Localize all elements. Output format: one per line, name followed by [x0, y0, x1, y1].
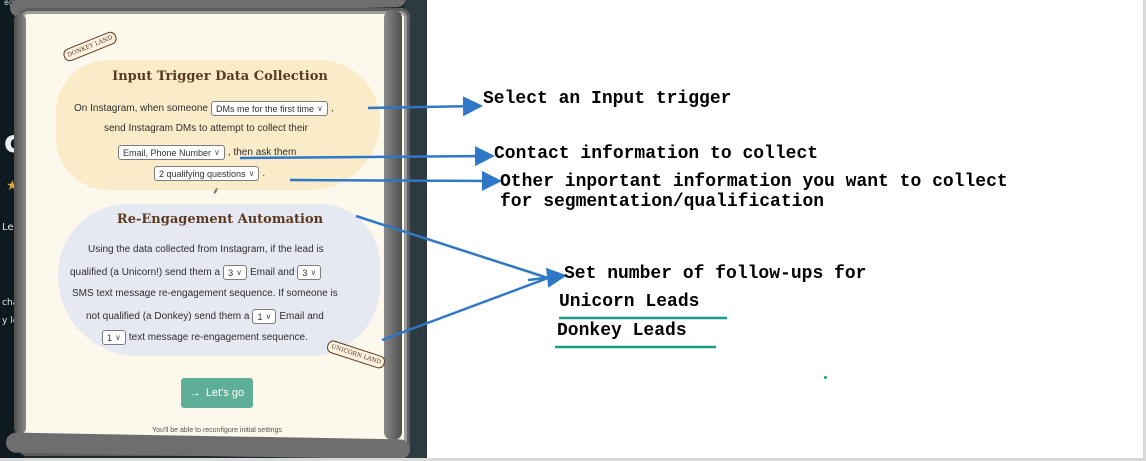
unicorn-email-count-select[interactable]: 3 ∨ — [223, 265, 247, 280]
annotation-unicorn-leads: Unicorn Leads — [559, 292, 700, 312]
arrow-followups-head — [527, 267, 567, 288]
reengage-line-5: 1 ∨ text message re-engagement sequence. — [102, 330, 308, 345]
right-edge-border — [1143, 0, 1146, 461]
annotation-select-trigger: Select an Input trigger — [483, 89, 732, 109]
annotation-contact-info: Contact information to collect — [494, 144, 819, 164]
lets-go-button[interactable]: → Let's go — [181, 378, 253, 408]
reengage-line-4-prefix: not qualified (a Donkey) send them a — [86, 311, 250, 322]
annotation-donkey-leads: Donkey Leads — [557, 321, 687, 341]
chevron-down-icon: ∨ — [248, 169, 255, 178]
annotation-followups: Set number of follow-ups for — [564, 264, 867, 284]
trigger-line-2: send Instagram DMs to attempt to collect… — [104, 123, 308, 134]
reengage-line-4: not qualified (a Donkey) send them a 1 ∨… — [86, 309, 324, 324]
input-trigger-value: DMs me for the first time — [215, 103, 314, 114]
qualifying-questions-select[interactable]: 2 qualifying questions ∨ — [154, 166, 260, 181]
trigger-line-1: On Instagram, when someone DMs me for th… — [74, 101, 334, 116]
unicorn-sms-count-select[interactable]: 3 ∨ — [297, 265, 322, 280]
reengage-line-5-suffix: text message re-engagement sequence. — [128, 332, 308, 343]
donkey-sms-count-value: 1 — [107, 332, 113, 343]
trigger-line-2-text: send Instagram DMs to attempt to collect… — [104, 123, 308, 134]
trigger-line-1-suffix: , — [330, 103, 334, 114]
reengage-line-3-text: SMS text message re-engagement sequence.… — [72, 288, 338, 299]
chevron-down-icon: ∨ — [310, 268, 317, 277]
annotation-other-info-line-1: Other inportant information you want to … — [500, 172, 1008, 192]
background-text-fragment: y le — [2, 316, 19, 326]
unicorn-email-count-value: 3 — [228, 267, 234, 278]
background-text-fragment: chat — [2, 298, 22, 308]
trigger-line-4-suffix: . — [262, 168, 266, 179]
contact-info-select[interactable]: Email, Phone Number ∨ — [118, 145, 225, 160]
donkey-email-count-value: 1 — [257, 311, 263, 322]
reconfigure-note: You'll be able to reconfigure initial se… — [152, 427, 282, 434]
trigger-line-4: 2 qualifying questions ∨ . — [154, 166, 265, 181]
background-text-fragment: Lea — [2, 222, 20, 233]
scroll-left-edge — [14, 14, 26, 434]
arrow-right-icon: → — [189, 387, 201, 399]
annotation-other-info-line-2: for segmentation/qualification — [500, 192, 825, 212]
trigger-line-3: Email, Phone Number ∨ , then ask them — [118, 145, 296, 160]
trigger-line-1-prefix: On Instagram, when someone — [74, 103, 208, 114]
lets-go-label: Let's go — [205, 387, 245, 399]
trigger-line-3-suffix: , then ask them — [227, 147, 297, 158]
bottom-edge-border — [0, 458, 1146, 461]
app-screenshot: eg c ★ Lea chat y le DONKEY LAND ⸙ Input… — [0, 0, 427, 461]
contact-info-value: Email, Phone Number — [123, 147, 212, 158]
chevron-down-icon: ∨ — [115, 333, 121, 342]
donkey-sms-count-select[interactable]: 1 ∨ — [102, 330, 126, 345]
scroll-right-edge — [384, 10, 402, 440]
donkey-email-count-select[interactable]: 1 ∨ — [252, 309, 277, 324]
stray-dot — [824, 376, 827, 379]
chevron-down-icon: ∨ — [214, 148, 220, 157]
background-top-text: eg — [4, 0, 14, 7]
reengage-line-2-mid: Email and — [249, 267, 295, 278]
reengage-line-4-suffix: Email and — [279, 311, 324, 322]
reengage-line-2-prefix: qualified (a Unicorn!) send them a — [70, 267, 221, 278]
unicorn-sms-count-value: 3 — [302, 267, 308, 278]
reengagement-section-title: Re-Engagement Automation — [116, 212, 324, 227]
chevron-down-icon: ∨ — [265, 312, 272, 321]
chevron-down-icon: ∨ — [316, 104, 323, 113]
chevron-down-icon: ∨ — [236, 268, 242, 277]
reengage-line-1: Using the data collected from Instagram,… — [88, 244, 324, 255]
trigger-section-title: Input Trigger Data Collection — [112, 69, 328, 84]
reengage-line-2: qualified (a Unicorn!) send them a 3 ∨ E… — [70, 265, 322, 280]
input-trigger-select[interactable]: DMs me for the first time ∨ — [210, 101, 328, 116]
qualifying-questions-value: 2 qualifying questions — [159, 168, 246, 179]
swirl-connector-icon: ⸙ — [212, 186, 220, 197]
reengage-line-3: SMS text message re-engagement sequence.… — [72, 288, 338, 299]
reengage-line-1-text: Using the data collected from Instagram,… — [88, 244, 324, 255]
